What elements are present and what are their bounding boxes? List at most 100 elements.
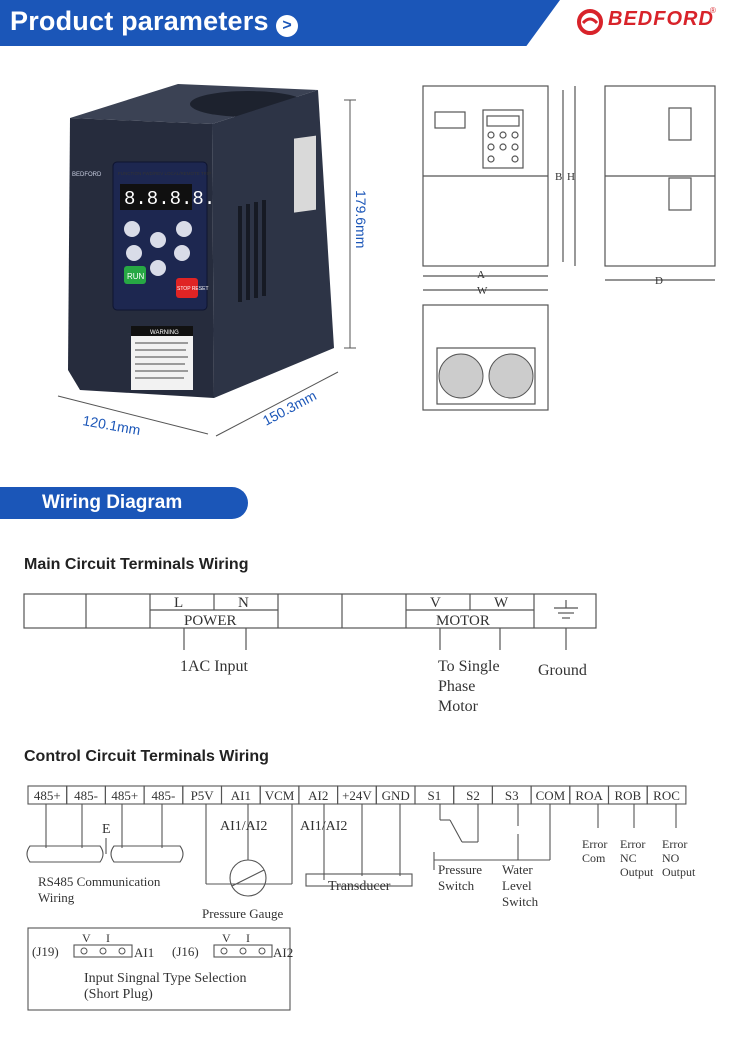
wiring-title: Wiring Diagram [42, 492, 183, 513]
display [120, 184, 192, 210]
e-label: E [102, 822, 111, 837]
terminal-n: N [238, 595, 249, 611]
rs485-label-line2: Wiring [38, 890, 75, 905]
terminal-l: L [174, 595, 183, 611]
keypad-buttons [124, 221, 192, 276]
terminal-label: GND [382, 788, 410, 803]
error-no-2: NO [662, 851, 680, 865]
keypad-button [176, 221, 192, 237]
rs485-label-line1: RS485 Communication [38, 874, 161, 889]
terminal-label: S1 [427, 788, 441, 803]
error-com-1: Error [582, 837, 607, 851]
j19-v: V [82, 931, 91, 945]
water-label-2: Level [502, 878, 532, 893]
keypad-header: FUNCTION FWD/REV LOCAL/REMOTE TRIP [118, 171, 211, 176]
error-nc-1: Error [620, 837, 645, 851]
terminal-label: 485- [74, 788, 98, 803]
pressure-gauge-label: Pressure Gauge [202, 906, 283, 921]
drawing-label-d: D [655, 275, 663, 287]
side-vents [238, 200, 266, 302]
terminal-label: AI1 [231, 788, 251, 803]
side-label [294, 135, 316, 213]
arrow-up-icon [150, 232, 166, 248]
terminal-label: AI2 [308, 788, 328, 803]
motor-label: MOTOR [436, 613, 490, 629]
main-circuit-heading: Main Circuit Terminals Wiring [24, 556, 249, 573]
drawing-keypad [482, 109, 524, 169]
water-label-3: Switch [502, 894, 539, 909]
transducer-label: Transducer [328, 879, 391, 894]
j16-i: I [246, 931, 250, 945]
height-dimension: 179.6mm [353, 190, 369, 248]
power-label: POWER [184, 613, 237, 629]
error-no-3: Output [662, 865, 696, 879]
inverter-photo: FUNCTION FWD/REV LOCAL/REMOTE TRIP 8.8.8… [57, 84, 369, 438]
terminal-label: 485+ [111, 788, 138, 803]
terminal-label: S2 [466, 788, 480, 803]
terminal-cell [646, 785, 687, 805]
error-nc-3: Output [620, 865, 654, 879]
terminal-label: ROA [575, 788, 603, 803]
terminal-label: 485+ [34, 788, 61, 803]
width-dimension: 120.1mm [81, 412, 141, 438]
drawing-label-h: H [567, 171, 575, 183]
drawing-label-b: B [555, 171, 562, 183]
ai1-label: AI1 [134, 945, 154, 960]
arrow-right-icon [174, 245, 190, 261]
ground-label: Ground [538, 662, 587, 679]
keypad-button [124, 221, 140, 237]
warning-label [131, 326, 193, 390]
terminal-label: VCM [265, 788, 295, 803]
error-no-1: Error [662, 837, 687, 851]
motor-desc-line2: Phase [438, 678, 475, 695]
wiring-banner [0, 487, 248, 519]
drawing-label-a: A [477, 269, 485, 281]
body-logo: BEDFORD [72, 172, 102, 178]
ai2-label: AI2 [273, 945, 293, 960]
dimension-lines [57, 99, 356, 437]
arrow-left-icon [126, 245, 142, 261]
registered-mark: ® [710, 6, 716, 15]
main-circuit-diagram: L N POWER V W MOTOR 1AC Input To Single … [23, 593, 597, 715]
terminal-label: ROC [653, 788, 680, 803]
error-com-2: Com [582, 851, 606, 865]
brand-logo [558, 2, 750, 44]
pressure-switch-label-1: Pressure [438, 862, 482, 877]
j16-label: (J16) [172, 944, 199, 959]
warning-title: WARNING [150, 330, 179, 336]
drawing-label-w: W [477, 285, 488, 297]
drawing-fans [436, 347, 536, 405]
arrow-down-icon [150, 260, 166, 276]
error-nc-2: NC [620, 851, 637, 865]
j19-label: (J19) [32, 944, 59, 959]
fan-icon [488, 353, 534, 399]
terminal-label: S3 [505, 788, 519, 803]
run-label: RUN [127, 272, 145, 281]
ai-label-gauge: AI1/AI2 [220, 819, 267, 834]
stop-label: STOP RESET [177, 286, 209, 292]
terminal-label: COM [536, 788, 566, 803]
j16-v: V [222, 931, 231, 945]
control-wires [26, 804, 677, 1011]
terminal-w: W [494, 595, 509, 611]
j19-i: I [106, 931, 110, 945]
fan-icon [438, 353, 484, 399]
page-title: Product parameters [10, 6, 269, 36]
terminal-label: P5V [191, 788, 215, 803]
terminal-label: 485- [152, 788, 176, 803]
display-digits: 8.8.8.8. [124, 188, 215, 210]
terminal-label: +24V [342, 788, 372, 803]
stop-reset-button [176, 278, 198, 298]
control-circuit-heading: Control Circuit Terminals Wiring [24, 748, 269, 765]
ac-input-label: 1AC Input [180, 658, 249, 675]
pressure-switch-label-2: Switch [438, 878, 475, 893]
arrow-right-icon: > [276, 15, 298, 37]
water-label-1: Water [502, 862, 533, 877]
terminal-label: ROB [614, 788, 641, 803]
technical-drawing: A W B H D [422, 85, 716, 411]
drawing-bottom-view [422, 304, 549, 411]
selection-line2: (Short Plug) [84, 987, 153, 1002]
warning-text-lines [135, 342, 188, 379]
run-button [124, 266, 146, 284]
ai-label-transducer: AI1/AI2 [300, 819, 347, 834]
